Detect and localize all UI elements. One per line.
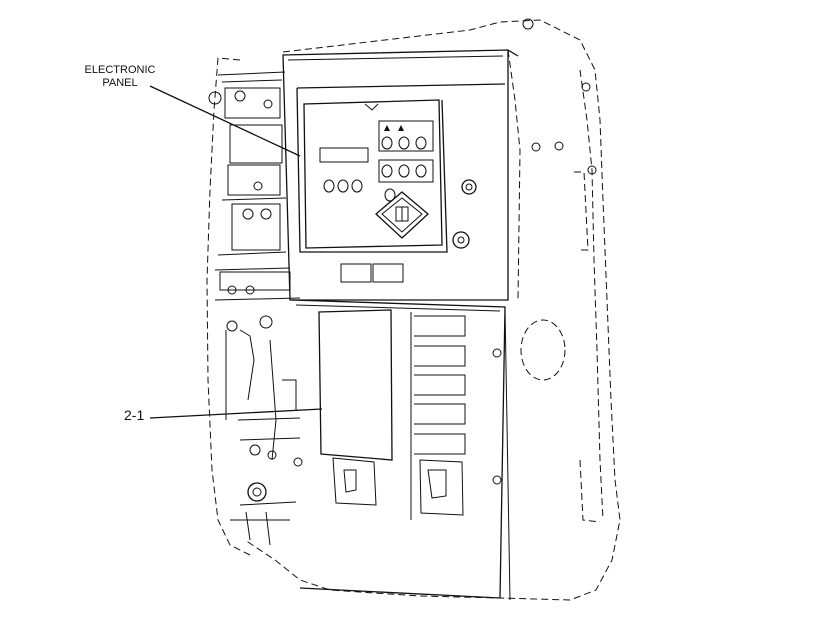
lower-panel-details <box>318 309 466 520</box>
knob-upper <box>461 179 477 195</box>
label-plate <box>318 309 393 461</box>
callout-electronic-panel-line2: PANEL <box>102 77 138 89</box>
display-window <box>319 147 369 163</box>
knob-lower <box>452 231 470 249</box>
callout-2-1: 2-1 <box>124 407 145 423</box>
left-mechanical-assembly <box>208 71 303 546</box>
direction-pad <box>375 191 429 239</box>
leader-2-1 <box>149 408 323 419</box>
cabinet-screws <box>492 18 597 485</box>
callout-electronic-panel-line1: ELECTRONIC <box>84 64 156 76</box>
housing-outline <box>206 19 621 601</box>
main-cabinet <box>282 49 519 601</box>
electronic-panel <box>296 83 506 283</box>
callout-electronic-panel: ELECTRONIC PANEL <box>74 64 166 90</box>
leader-electronic-panel <box>149 85 301 157</box>
